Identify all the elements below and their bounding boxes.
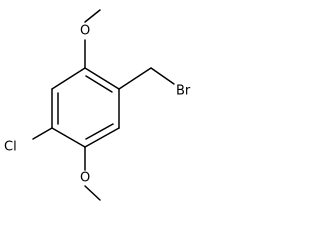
bromine-label: Br (176, 84, 191, 99)
ring-bond-c6-c1 (51, 67, 86, 90)
chemical-structure-diagram: O O Cl Br (4, 9, 191, 201)
ring-double-bond-c1-c2 (85, 75, 113, 93)
bond-c5-chlorine (32, 127, 53, 140)
oxygen-top-label: O (80, 24, 90, 39)
ring-double-bond-c3-c4 (85, 123, 114, 140)
ring-bond-c3-c4 (84, 127, 120, 148)
bond-oxygen-bottom-methyl (84, 185, 101, 201)
bond-c2-ch2 (118, 67, 152, 90)
oxygen-bottom-label: O (80, 171, 90, 186)
bond-ch2-bromine (150, 67, 175, 85)
chlorine-label: Cl (4, 140, 17, 155)
bond-oxygen-top-methyl (84, 9, 101, 23)
ring-bond-c4-c5 (51, 127, 86, 148)
ring-bond-c1-c2 (84, 67, 120, 90)
